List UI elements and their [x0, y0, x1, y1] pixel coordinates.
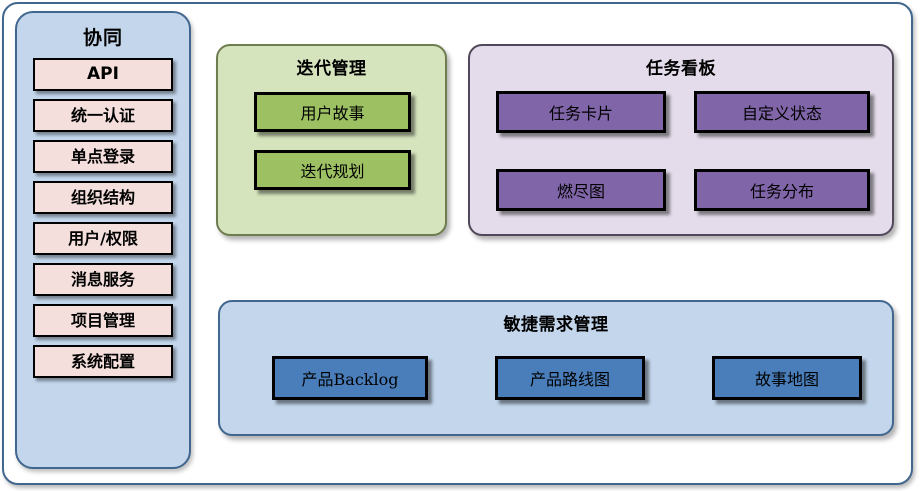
- sidebar-item-api[interactable]: API: [33, 58, 173, 91]
- panel-agile-requirements-title: 敏捷需求管理: [503, 315, 609, 335]
- card-product-backlog[interactable]: 产品Backlog: [272, 356, 428, 400]
- card-custom-status[interactable]: 自定义状态: [694, 91, 870, 133]
- card-user-story[interactable]: 用户故事: [254, 92, 411, 132]
- sidebar-item-system-config[interactable]: 系统配置: [33, 345, 173, 378]
- sidebar-item-message-service[interactable]: 消息服务: [33, 263, 173, 296]
- sidebar-title: 协同: [82, 27, 123, 49]
- card-task-card[interactable]: 任务卡片: [496, 91, 666, 133]
- card-story-map[interactable]: 故事地图: [712, 356, 862, 400]
- card-product-roadmap[interactable]: 产品路线图: [495, 356, 645, 400]
- panel-iteration-title: 迭代管理: [296, 59, 367, 79]
- sidebar-item-list: API 统一认证 单点登录 组织结构 用户/权限 消息服务 项目管理 系统配置: [17, 58, 189, 378]
- sidebar-item-org-structure[interactable]: 组织结构: [33, 181, 173, 214]
- panel-task-board: 任务看板 任务卡片 自定义状态 燃尽图 任务分布: [468, 44, 894, 236]
- panel-iteration-management: 迭代管理 用户故事 迭代规划: [216, 44, 447, 236]
- sidebar-item-user-permission[interactable]: 用户/权限: [33, 222, 173, 255]
- panel-task-board-title: 任务看板: [646, 59, 716, 79]
- sidebar-item-project-management[interactable]: 项目管理: [33, 304, 173, 337]
- card-burndown-chart[interactable]: 燃尽图: [496, 169, 666, 211]
- panel-agile-requirements: 敏捷需求管理 产品Backlog 产品路线图 故事地图: [218, 300, 894, 436]
- card-iteration-planning[interactable]: 迭代规划: [254, 150, 411, 190]
- sidebar-item-unified-auth[interactable]: 统一认证: [33, 99, 173, 132]
- sidebar-item-single-sign-on[interactable]: 单点登录: [33, 140, 173, 173]
- card-task-distribution[interactable]: 任务分布: [694, 169, 870, 211]
- sidebar-panel-collaboration: 协同 API 统一认证 单点登录 组织结构 用户/权限 消息服务 项目管理 系统…: [15, 11, 191, 469]
